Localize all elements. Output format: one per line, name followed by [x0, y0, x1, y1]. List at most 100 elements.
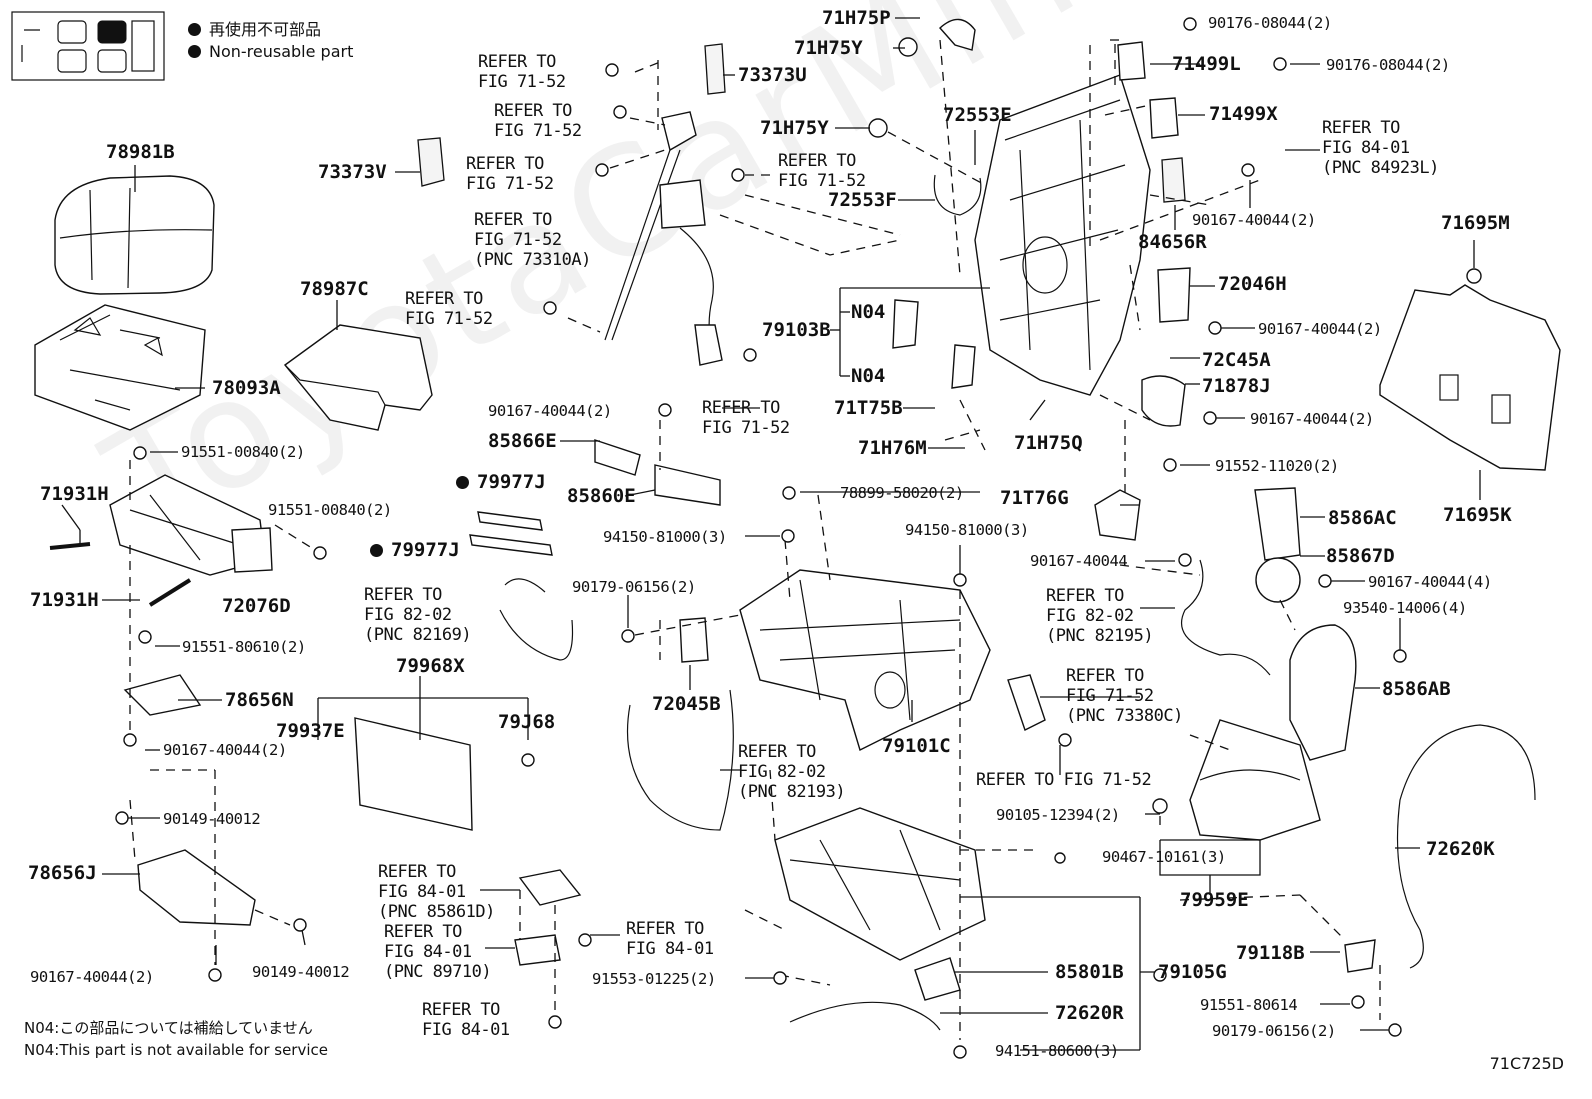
- part-label[interactable]: 90467-10161(3): [1102, 848, 1226, 866]
- part-label[interactable]: 72620R: [1055, 1002, 1124, 1024]
- part-label[interactable]: 71H75Y: [760, 117, 829, 139]
- refer-label[interactable]: REFER TO FIG 84-01 (PNC 89710): [384, 922, 492, 982]
- part-label[interactable]: 85866E: [488, 430, 557, 452]
- part-label[interactable]: 91551-80614: [1200, 996, 1298, 1014]
- part-label[interactable]: 79J68: [498, 711, 556, 733]
- refer-label[interactable]: REFER TO FIG 71-52: [405, 289, 493, 329]
- refer-label[interactable]: REFER TO FIG 71-52: [778, 151, 866, 191]
- part-label[interactable]: 94151-80600(3): [995, 1042, 1119, 1060]
- part-label[interactable]: 93540-14006(4): [1343, 599, 1467, 617]
- part-label[interactable]: 79968X: [396, 655, 465, 677]
- part-label[interactable]: N04: [851, 301, 886, 323]
- part-label[interactable]: 71H76M: [858, 437, 927, 459]
- part-label[interactable]: 90167-40044(4): [1368, 573, 1492, 591]
- part-label[interactable]: 71499X: [1209, 103, 1278, 125]
- cable-72620R-shape: [789, 1001, 941, 1031]
- part-label[interactable]: 72076D: [222, 595, 291, 617]
- part-label[interactable]: 79118B: [1236, 942, 1305, 964]
- part-label[interactable]: 71H75Q: [1014, 432, 1083, 454]
- bracket-85860E-shape: [654, 464, 721, 506]
- part-label[interactable]: 91551-80610(2): [182, 638, 306, 656]
- part-label[interactable]: 94150-81000(3): [905, 521, 1029, 539]
- refer-label[interactable]: REFER TO FIG 84-01 (PNC 85861D): [378, 862, 495, 922]
- clip-89710-shape: [514, 934, 561, 966]
- clip-71H75Y-b-shape: [868, 118, 888, 138]
- part-label[interactable]: 72046H: [1218, 273, 1287, 295]
- part-label[interactable]: 71931H: [40, 483, 109, 505]
- part-label[interactable]: 79937E: [276, 720, 345, 742]
- part-label[interactable]: 79105G: [1158, 961, 1227, 983]
- part-label[interactable]: 78899-58020(2): [840, 484, 964, 502]
- part-label[interactable]: 71H75P: [822, 7, 891, 29]
- refer-label[interactable]: REFER TO FIG 84-01 (PNC 84923L): [1322, 118, 1439, 178]
- part-label[interactable]: 85860E: [567, 485, 636, 507]
- part-label[interactable]: 71T76G: [1000, 487, 1069, 509]
- cover-72046H-shape: [1157, 267, 1191, 323]
- part-label[interactable]: 94150-81000(3): [603, 528, 727, 546]
- refer-label[interactable]: REFER TO FIG 82-02 (PNC 82195): [1046, 586, 1154, 646]
- part-label[interactable]: 79101C: [882, 735, 951, 757]
- part-label[interactable]: 79959E: [1180, 889, 1249, 911]
- part-label[interactable]: 90167-40044: [1030, 552, 1128, 570]
- non-reusable-label[interactable]: 79977J: [370, 540, 460, 560]
- refer-label[interactable]: REFER TO FIG 71-52: [466, 154, 554, 194]
- part-label[interactable]: 84656R: [1138, 231, 1207, 253]
- part-label[interactable]: 8586AB: [1382, 678, 1451, 700]
- refer-label[interactable]: REFER TO FIG 84-01: [422, 1000, 510, 1040]
- part-label[interactable]: 90149-40012: [163, 810, 261, 828]
- refer-label[interactable]: REFER TO FIG 84-01: [626, 919, 714, 959]
- part-label[interactable]: 71695K: [1443, 504, 1512, 526]
- part-label[interactable]: 90167-40044(2): [1192, 211, 1316, 229]
- part-label[interactable]: 78656N: [225, 689, 294, 711]
- part-label[interactable]: 72620K: [1426, 838, 1495, 860]
- part-label[interactable]: 78987C: [300, 278, 369, 300]
- part-label[interactable]: 71931H: [30, 589, 99, 611]
- part-label[interactable]: 71878J: [1202, 375, 1271, 397]
- refer-label[interactable]: REFER TO FIG 71-52: [702, 398, 790, 438]
- part-label[interactable]: 91552-11020(2): [1215, 457, 1339, 475]
- part-label[interactable]: 71T75B: [834, 397, 903, 419]
- part-label[interactable]: 71H75Y: [794, 37, 863, 59]
- part-label[interactable]: 90179-06156(2): [572, 578, 696, 596]
- non-reusable-dot-icon: [456, 476, 469, 489]
- part-label[interactable]: 90105-12394(2): [996, 806, 1120, 824]
- part-label[interactable]: 91551-00840(2): [268, 501, 392, 519]
- part-label[interactable]: 85867D: [1326, 545, 1395, 567]
- part-label[interactable]: 91551-00840(2): [181, 443, 305, 461]
- clip-71695M-shape: [1466, 268, 1482, 284]
- part-label[interactable]: 72553E: [943, 104, 1012, 126]
- part-label[interactable]: 71499L: [1172, 53, 1241, 75]
- part-label[interactable]: 78093A: [212, 377, 281, 399]
- part-label[interactable]: 72045B: [652, 693, 721, 715]
- refer-label[interactable]: REFER TO FIG 71-52: [976, 770, 1152, 790]
- part-label[interactable]: 90167-40044(2): [488, 402, 612, 420]
- refer-label[interactable]: REFER TO FIG 71-52: [494, 101, 582, 141]
- part-label[interactable]: 90167-40044(2): [30, 968, 154, 986]
- refer-label[interactable]: REFER TO FIG 82-02 (PNC 82169): [364, 585, 472, 645]
- refer-label[interactable]: REFER TO FIG 71-52: [478, 52, 566, 92]
- part-label[interactable]: 78981B: [106, 141, 175, 163]
- part-label[interactable]: 90167-40044(2): [163, 741, 287, 759]
- part-label[interactable]: 73373U: [738, 64, 807, 86]
- part-label[interactable]: N04: [851, 365, 886, 387]
- part-label[interactable]: 90176-08044(2): [1326, 56, 1450, 74]
- part-label[interactable]: 78656J: [28, 862, 97, 884]
- part-label[interactable]: 90149-40012: [252, 963, 350, 981]
- part-label[interactable]: 72553F: [828, 189, 897, 211]
- bracket-85866E-shape: [594, 439, 641, 476]
- part-label[interactable]: 79103B: [762, 319, 831, 341]
- non-reusable-label[interactable]: 79977J: [456, 472, 546, 492]
- part-label[interactable]: 8586AC: [1328, 507, 1397, 529]
- part-label[interactable]: 91553-01225(2): [592, 970, 716, 988]
- part-label[interactable]: 85801B: [1055, 961, 1124, 983]
- part-label[interactable]: 90179-06156(2): [1212, 1022, 1336, 1040]
- refer-label[interactable]: REFER TO FIG 71-52 (PNC 73380C): [1066, 666, 1183, 726]
- part-label[interactable]: 73373V: [318, 161, 387, 183]
- part-label[interactable]: 90167-40044(2): [1250, 410, 1374, 428]
- refer-label[interactable]: REFER TO FIG 71-52 (PNC 73310A): [474, 210, 591, 270]
- part-label[interactable]: 72C45A: [1202, 349, 1271, 371]
- part-label[interactable]: 90167-40044(2): [1258, 320, 1382, 338]
- part-label[interactable]: 90176-08044(2): [1208, 14, 1332, 32]
- refer-label[interactable]: REFER TO FIG 82-02 (PNC 82193): [738, 742, 846, 802]
- part-label[interactable]: 71695M: [1441, 212, 1510, 234]
